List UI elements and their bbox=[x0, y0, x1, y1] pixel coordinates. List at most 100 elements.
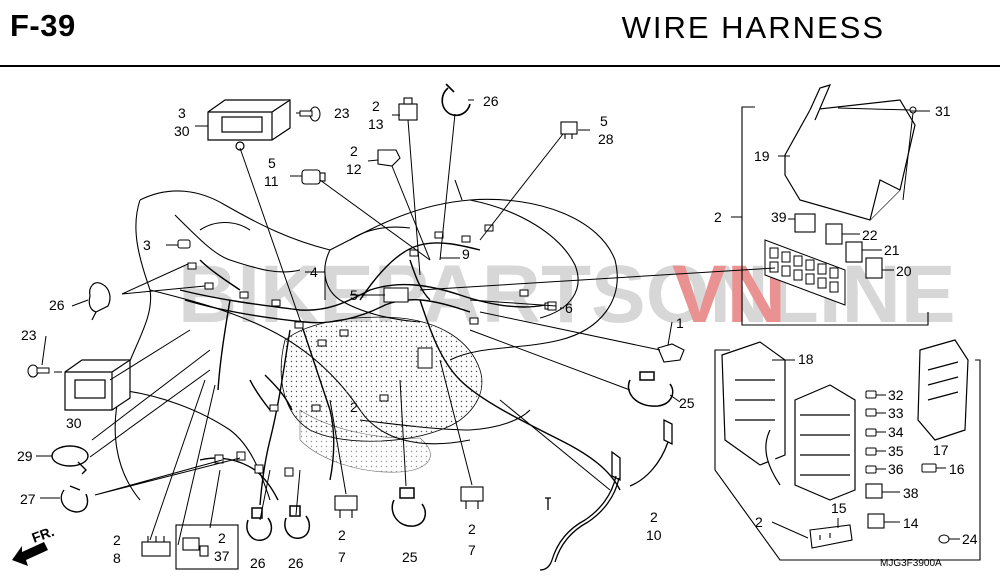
front-direction-label: FR. bbox=[30, 523, 57, 546]
relay-box-housing bbox=[765, 384, 856, 501]
fuse-box-group-bracket bbox=[741, 106, 929, 326]
callout-25: 25 bbox=[402, 549, 418, 565]
callout-23: 23 bbox=[21, 327, 37, 343]
clamp-26-left bbox=[88, 282, 111, 321]
callout-18: 18 bbox=[798, 351, 814, 367]
callout-32: 32 bbox=[888, 387, 904, 403]
connector-8 bbox=[141, 536, 171, 557]
page-title: WIRE HARNESS bbox=[621, 10, 885, 45]
connector-11 bbox=[301, 169, 326, 185]
relay-21 bbox=[845, 241, 863, 263]
front-direction-arrow: FR. bbox=[12, 523, 56, 566]
callout-26: 26 bbox=[250, 555, 266, 571]
section-code: F-39 bbox=[10, 8, 76, 43]
callout-8: 8 bbox=[113, 550, 121, 566]
callout-30: 30 bbox=[174, 123, 190, 139]
callout-5: 5 bbox=[350, 287, 358, 303]
cable-10 bbox=[539, 418, 673, 571]
relay-38 bbox=[865, 483, 883, 499]
callout-36: 36 bbox=[888, 461, 904, 477]
callout-3: 3 bbox=[143, 237, 151, 253]
callout-2: 2 bbox=[113, 532, 121, 548]
connector-28 bbox=[560, 121, 578, 139]
callout-2: 2 bbox=[350, 399, 358, 415]
callout-3: 3 bbox=[178, 105, 186, 121]
callout-2: 2 bbox=[755, 514, 763, 530]
callout-13: 13 bbox=[368, 116, 384, 132]
relay-14 bbox=[867, 513, 885, 529]
callout-33: 33 bbox=[888, 405, 904, 421]
callout-34: 34 bbox=[888, 424, 904, 440]
callout-7: 7 bbox=[468, 542, 476, 558]
fuse-block bbox=[764, 239, 846, 306]
callout-5: 5 bbox=[600, 113, 608, 129]
callout-22: 22 bbox=[862, 227, 878, 243]
page-header: F-39 WIRE HARNESS bbox=[0, 0, 1000, 67]
callout-25: 25 bbox=[679, 395, 695, 411]
callout-10: 10 bbox=[646, 527, 662, 543]
callout-20: 20 bbox=[896, 263, 912, 279]
connector-15 bbox=[809, 524, 853, 549]
callout-19: 19 bbox=[754, 148, 770, 164]
fuse-16 bbox=[921, 463, 937, 473]
clamp-25-right bbox=[627, 371, 674, 407]
part-30-lower bbox=[64, 359, 131, 411]
callout-2: 2 bbox=[372, 98, 380, 114]
callout-2: 2 bbox=[218, 530, 226, 546]
callout-9: 9 bbox=[462, 246, 470, 262]
callout-2: 2 bbox=[650, 509, 658, 525]
relay-box-group-bracket bbox=[714, 349, 981, 561]
callout-26: 26 bbox=[483, 93, 499, 109]
callout-12: 12 bbox=[346, 161, 362, 177]
callout-1: 1 bbox=[676, 315, 684, 331]
callout-4: 4 bbox=[310, 264, 318, 280]
fuse-row-32-36 bbox=[865, 390, 877, 474]
callout-38: 38 bbox=[903, 485, 919, 501]
connector-12 bbox=[377, 149, 401, 167]
connector-13 bbox=[398, 97, 418, 121]
connector-7-a bbox=[334, 495, 358, 518]
leader-lines bbox=[89, 107, 911, 546]
callout-27: 27 bbox=[20, 491, 36, 507]
fuse-box-cover-19 bbox=[784, 84, 916, 221]
callout-23: 23 bbox=[334, 105, 350, 121]
clamp-26-top bbox=[441, 83, 471, 117]
clamp-25-bottom bbox=[391, 487, 427, 527]
callout-2: 2 bbox=[468, 521, 476, 537]
callout-ticks bbox=[36, 99, 960, 540]
relay-20 bbox=[865, 257, 883, 279]
cover-17 bbox=[917, 339, 969, 441]
callout-29: 29 bbox=[17, 448, 33, 464]
callout-26: 26 bbox=[49, 297, 65, 313]
callout-16: 16 bbox=[949, 461, 965, 477]
callout-24: 24 bbox=[962, 531, 978, 547]
connector-37-group bbox=[175, 524, 239, 570]
clip-3 bbox=[177, 239, 191, 249]
callout-14: 14 bbox=[903, 515, 919, 531]
callout-37: 37 bbox=[214, 548, 230, 564]
callout-31: 31 bbox=[935, 103, 951, 119]
header-rule bbox=[0, 65, 1000, 67]
callout-labels: 3 30 23 2 13 26 5 28 5 11 2 12 9 4 5 6 3… bbox=[17, 93, 978, 571]
callout-26: 26 bbox=[288, 555, 304, 571]
callout-2: 2 bbox=[338, 527, 346, 543]
callout-17: 17 bbox=[933, 442, 949, 458]
callout-28: 28 bbox=[598, 131, 614, 147]
clamp-26-bottom-a bbox=[246, 507, 273, 541]
callout-7: 7 bbox=[338, 549, 346, 565]
main-harness-bundle bbox=[179, 242, 621, 506]
callout-2: 2 bbox=[350, 143, 358, 159]
clamp-26-bottom-b bbox=[284, 505, 311, 539]
part-30-upper bbox=[207, 99, 291, 151]
clamp-1 bbox=[657, 343, 685, 363]
callout-35: 35 bbox=[888, 443, 904, 459]
callout-39: 39 bbox=[771, 209, 787, 225]
relay-39 bbox=[794, 213, 816, 233]
clamp-27 bbox=[60, 485, 89, 513]
callout-5: 5 bbox=[268, 155, 276, 171]
callout-30: 30 bbox=[66, 415, 82, 431]
bolt-23-left bbox=[27, 364, 50, 378]
band-29 bbox=[51, 445, 89, 475]
drawing-reference-code: MJG3F3900A bbox=[880, 558, 942, 569]
